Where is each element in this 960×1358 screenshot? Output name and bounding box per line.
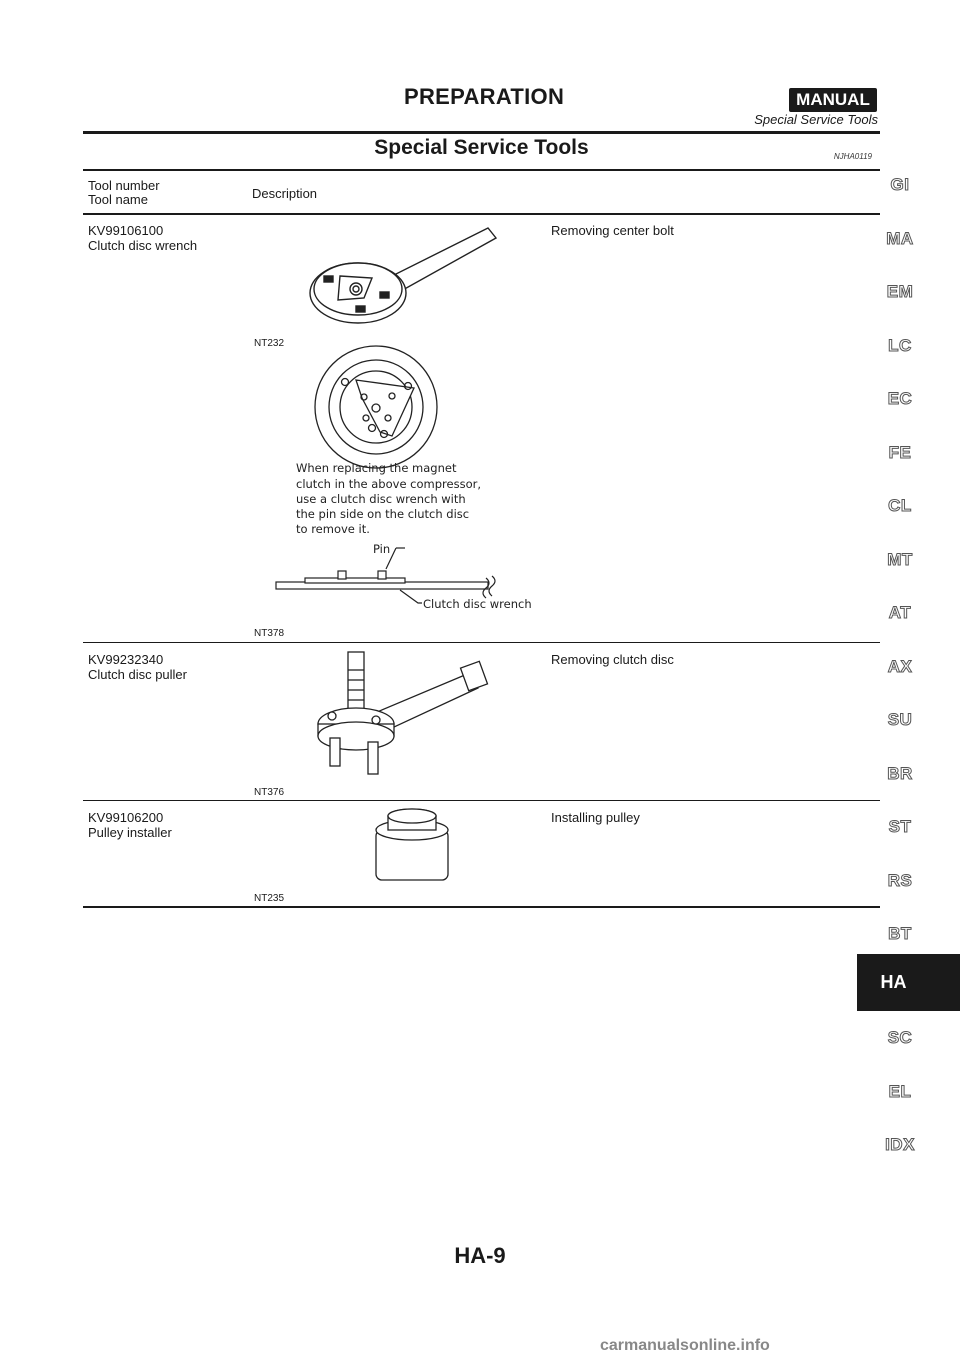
clutch-wrench-callout: When replacing the magnet clutch in the … bbox=[296, 461, 532, 611]
column-header-description: Description bbox=[252, 186, 318, 201]
section-tab-idx[interactable]: IDX bbox=[885, 1135, 915, 1155]
section-reference-code: NJHA0119 bbox=[833, 152, 872, 161]
section-rule bbox=[83, 169, 880, 171]
figure-code: NT232 bbox=[254, 338, 285, 349]
tool-description: Removing clutch disc bbox=[551, 652, 674, 667]
page-number: HA-9 bbox=[454, 1243, 506, 1268]
svg-text:use a clutch disc wrench with: use a clutch disc wrench with bbox=[296, 492, 466, 506]
section-tab-mt[interactable]: MT bbox=[887, 550, 913, 570]
page-header-subtitle: Special Service Tools bbox=[754, 112, 878, 127]
svg-text:When replacing the magnet: When replacing the magnet bbox=[296, 461, 457, 475]
tool-description: Installing pulley bbox=[551, 810, 640, 825]
table-row-divider bbox=[83, 642, 880, 643]
section-title: Special Service Tools bbox=[374, 136, 589, 159]
tool-name: Pulley installer bbox=[88, 825, 172, 840]
svg-text:Clutch disc wrench: Clutch disc wrench bbox=[423, 597, 532, 611]
section-tab-sc[interactable]: SC bbox=[887, 1028, 913, 1048]
tool-number: KV99106200 bbox=[88, 810, 164, 825]
section-tab-rs[interactable]: RS bbox=[887, 871, 913, 891]
section-tab-fe[interactable]: FE bbox=[888, 443, 912, 463]
svg-text:to remove it.: to remove it. bbox=[296, 522, 370, 536]
section-tab-bt[interactable]: BT bbox=[888, 924, 912, 944]
section-tab-em[interactable]: EM bbox=[886, 282, 914, 302]
tool-number: KV99232340 bbox=[88, 652, 164, 667]
section-tab-ha-active[interactable]: HA bbox=[857, 954, 960, 1011]
svg-text:clutch in the above compressor: clutch in the above compressor, bbox=[296, 477, 481, 491]
watermark: carmanualsonline.info bbox=[600, 1337, 770, 1354]
tool-number: KV99106100 bbox=[88, 223, 164, 238]
section-tab-st[interactable]: ST bbox=[888, 817, 912, 837]
section-tab-ma[interactable]: MA bbox=[886, 229, 914, 249]
section-tab-el[interactable]: EL bbox=[888, 1082, 912, 1102]
figure-code: NT376 bbox=[254, 787, 285, 798]
svg-text:Pin: Pin bbox=[373, 542, 390, 556]
figure-code: NT235 bbox=[254, 893, 285, 904]
header-rule bbox=[83, 131, 880, 134]
section-tab-br[interactable]: BR bbox=[887, 764, 913, 784]
tool-name: Clutch disc wrench bbox=[88, 238, 198, 253]
section-tab-gi[interactable]: GI bbox=[890, 175, 910, 195]
column-header-tool: Tool number Tool name bbox=[88, 178, 160, 207]
section-tab-ax[interactable]: AX bbox=[887, 657, 913, 677]
page-header-title: PREPARATION bbox=[404, 84, 565, 109]
section-tab-su[interactable]: SU bbox=[887, 710, 913, 730]
table-bottom-rule bbox=[83, 906, 880, 908]
table-row-divider bbox=[83, 800, 880, 801]
section-tab-at[interactable]: AT bbox=[888, 603, 912, 623]
figure-code: NT378 bbox=[254, 628, 285, 639]
section-tab-lc[interactable]: LC bbox=[888, 336, 912, 356]
svg-text:the pin side on the clutch dis: the pin side on the clutch disc bbox=[296, 507, 469, 521]
section-tab-ec[interactable]: EC bbox=[887, 389, 913, 409]
tool-description: Removing center bolt bbox=[551, 223, 674, 238]
tool-name: Clutch disc puller bbox=[88, 667, 187, 682]
table-header-rule bbox=[83, 213, 880, 215]
manual-badge: MANUAL bbox=[789, 88, 877, 112]
section-tab-cl[interactable]: CL bbox=[888, 496, 912, 516]
